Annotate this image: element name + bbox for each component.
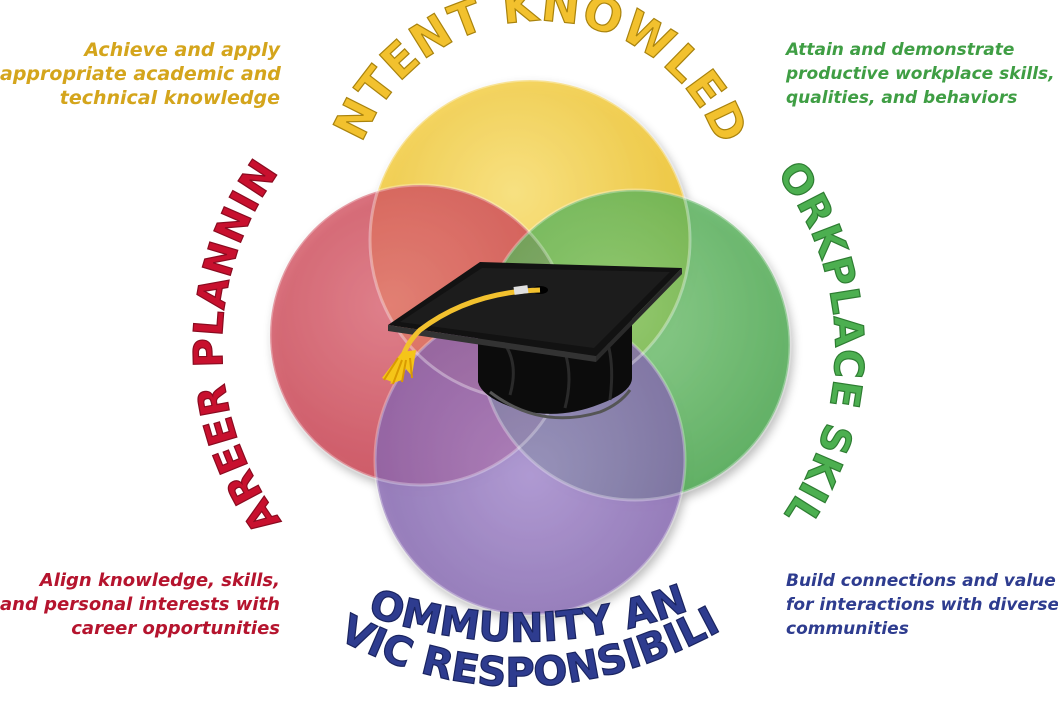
desc-line: Align knowledge, skills, <box>39 570 280 591</box>
desc-community-civic: Build connections and value for interact… <box>786 569 1058 641</box>
desc-line: Achieve and apply <box>84 39 280 61</box>
desc-line: qualities, and behaviors <box>786 88 1018 108</box>
desc-line: for interactions with diverse <box>786 595 1058 615</box>
desc-line: communities <box>786 619 909 639</box>
graduation-cap-icon <box>382 262 682 420</box>
desc-line: productive workplace skills, <box>786 64 1055 84</box>
desc-line: and personal interests with <box>0 594 280 615</box>
desc-career-planning: Align knowledge, skills, and personal in… <box>0 569 280 641</box>
desc-content-knowledge: Achieve and apply appropriate academic a… <box>0 38 281 110</box>
desc-line: career opportunities <box>71 618 280 639</box>
desc-workplace-skills: Attain and demonstrate productive workpl… <box>786 38 1058 110</box>
desc-line: technical knowledge <box>59 87 280 109</box>
desc-line: Build connections and value <box>786 571 1056 591</box>
desc-line: appropriate academic and <box>0 63 281 85</box>
desc-line: Attain and demonstrate <box>786 40 1015 60</box>
